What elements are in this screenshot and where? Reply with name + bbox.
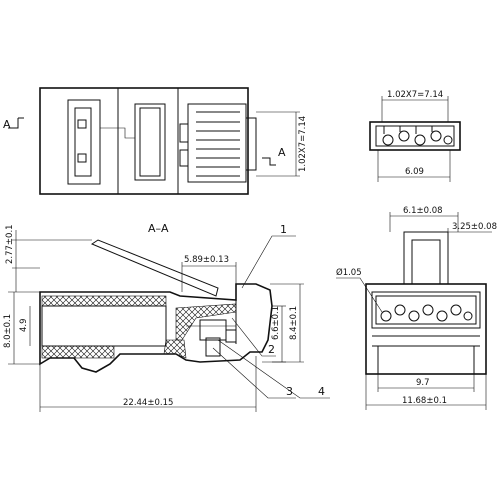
section-title: A–A (148, 222, 169, 235)
body-height-dim: 8.0±0.1 (3, 314, 13, 348)
overall-height-dim: 8.4±0.1 (289, 306, 299, 340)
overall-length-dim: 22.44±0.15 (123, 398, 173, 408)
pin-pitch-side-dim: 1.02X7=7.14 (298, 116, 308, 172)
inner-width-dim: 6.1±0.08 (403, 206, 443, 216)
hole-diameter-dim: Ø1.05 (336, 267, 362, 278)
pin-pitch-top-dim: 1.02X7=7.14 (387, 90, 443, 100)
callout-3: 3 (286, 385, 293, 398)
front-view: 6.1±0.08 3.25±0.08 Ø1.05 9.7 11.68±0.1 (336, 206, 497, 410)
latch-width-dim: 3.25±0.08 (452, 222, 497, 232)
section-view: A–A 5.89±0.13 2.77±0.1 8.0±0.1 (3, 222, 330, 412)
section-arrow-right-label: A (278, 146, 286, 159)
contact-offset-dim: 5.89±0.13 (184, 255, 229, 265)
latch-height-dim: 2.77±0.1 (5, 224, 15, 264)
pin-array (179, 103, 247, 183)
cable-height-dim: 4.9 (19, 318, 29, 332)
end-view-width-dim: 6.09 (405, 167, 424, 177)
callout-4: 4 (318, 385, 325, 398)
slot-width-dim: 9.7 (416, 378, 430, 388)
top-view: 1.02X7=7.14 A A (3, 87, 308, 195)
end-view: 1.02X7=7.14 6.09 (369, 90, 461, 182)
overall-width-dim: 11.68±0.1 (402, 396, 447, 406)
section-arrow-top-label: A (3, 118, 11, 131)
callout-1: 1 (280, 223, 287, 236)
callout-2: 2 (268, 343, 275, 356)
cable-hatch (41, 295, 167, 307)
contact-height-dim: 6.6±0.1 (271, 306, 281, 340)
top-view-body (39, 87, 249, 195)
